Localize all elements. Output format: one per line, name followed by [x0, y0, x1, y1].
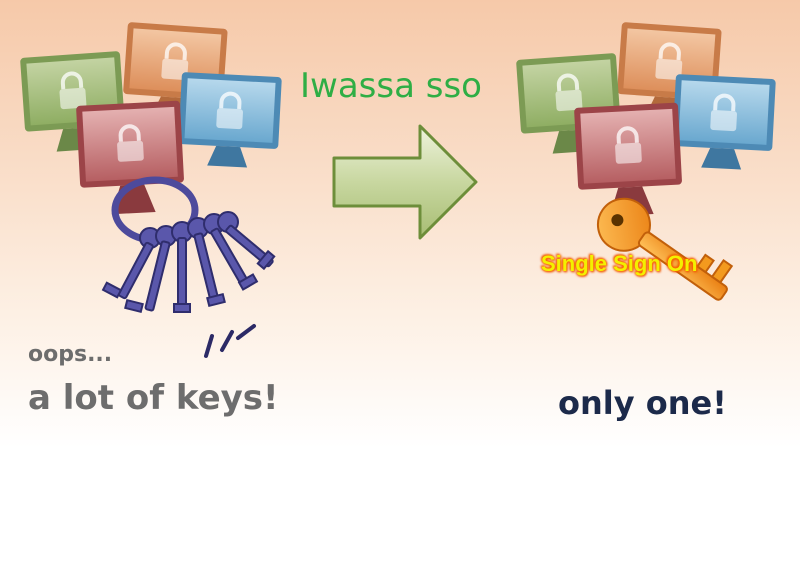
product-title: Iwassa sso	[300, 66, 482, 106]
monitor-red-left	[76, 100, 184, 215]
left-caption-line1: oops...	[28, 342, 113, 367]
arrow-right-icon	[332, 124, 478, 240]
key-bunch	[101, 176, 276, 358]
monitor-blue-right	[672, 74, 776, 170]
right-caption: only one!	[558, 384, 727, 422]
monitor-blue-left	[178, 72, 282, 168]
left-monitor-group	[20, 22, 282, 358]
single-sign-on-label: Single Sign On	[541, 251, 698, 276]
left-caption-line2: a lot of keys!	[28, 378, 279, 418]
golden-key-icon	[596, 197, 734, 301]
right-monitor-group	[516, 22, 776, 301]
